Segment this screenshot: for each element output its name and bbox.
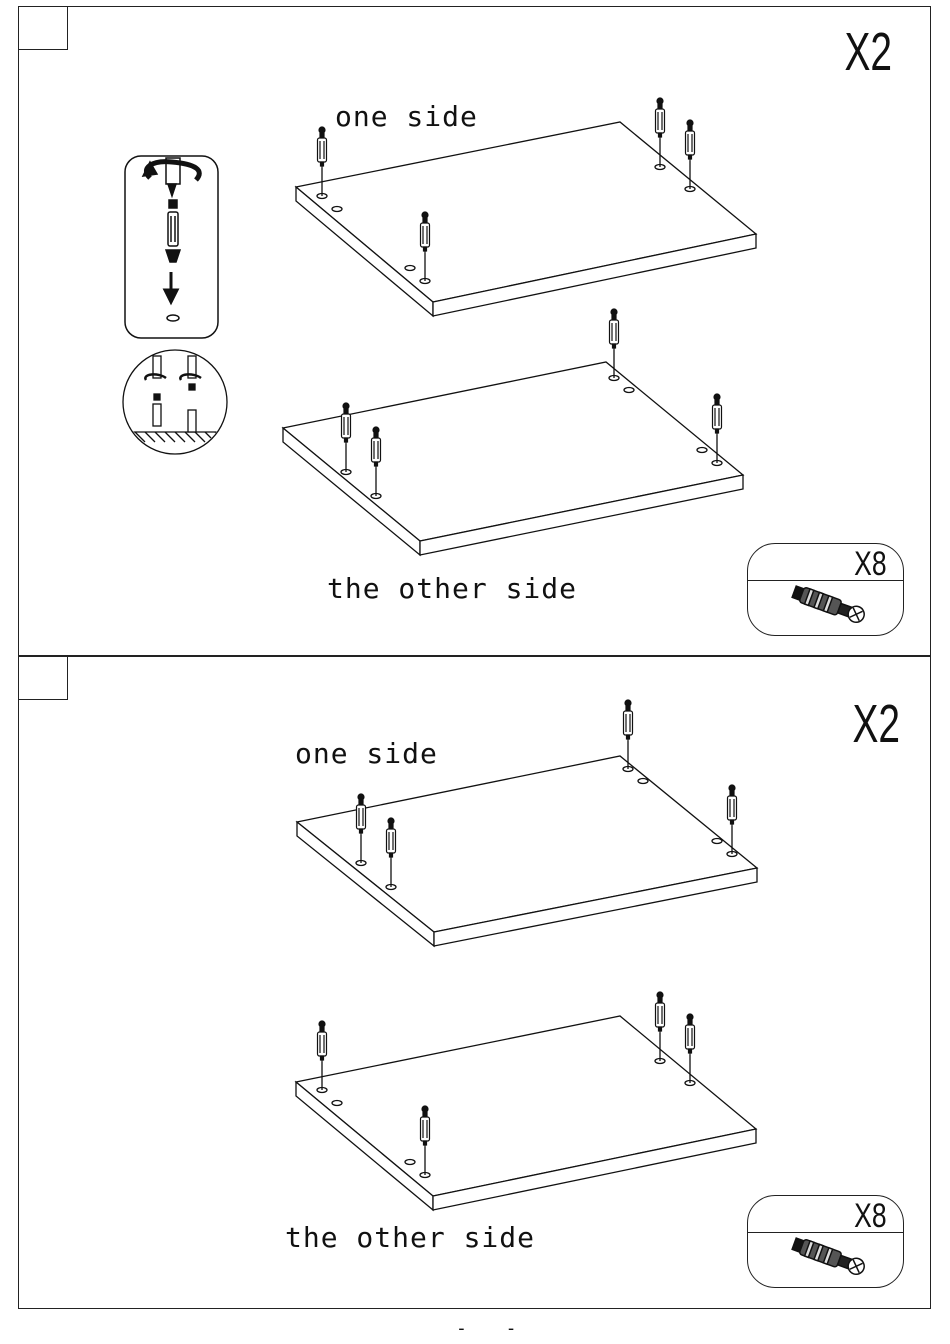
board-other-side bbox=[296, 992, 756, 1210]
board-one-side bbox=[296, 98, 756, 316]
board-other-side bbox=[283, 309, 743, 555]
insertion-detail bbox=[123, 350, 227, 454]
page-number: - - bbox=[456, 1318, 531, 1339]
board-one-side bbox=[297, 700, 757, 946]
screwdriver-detail bbox=[125, 156, 218, 338]
